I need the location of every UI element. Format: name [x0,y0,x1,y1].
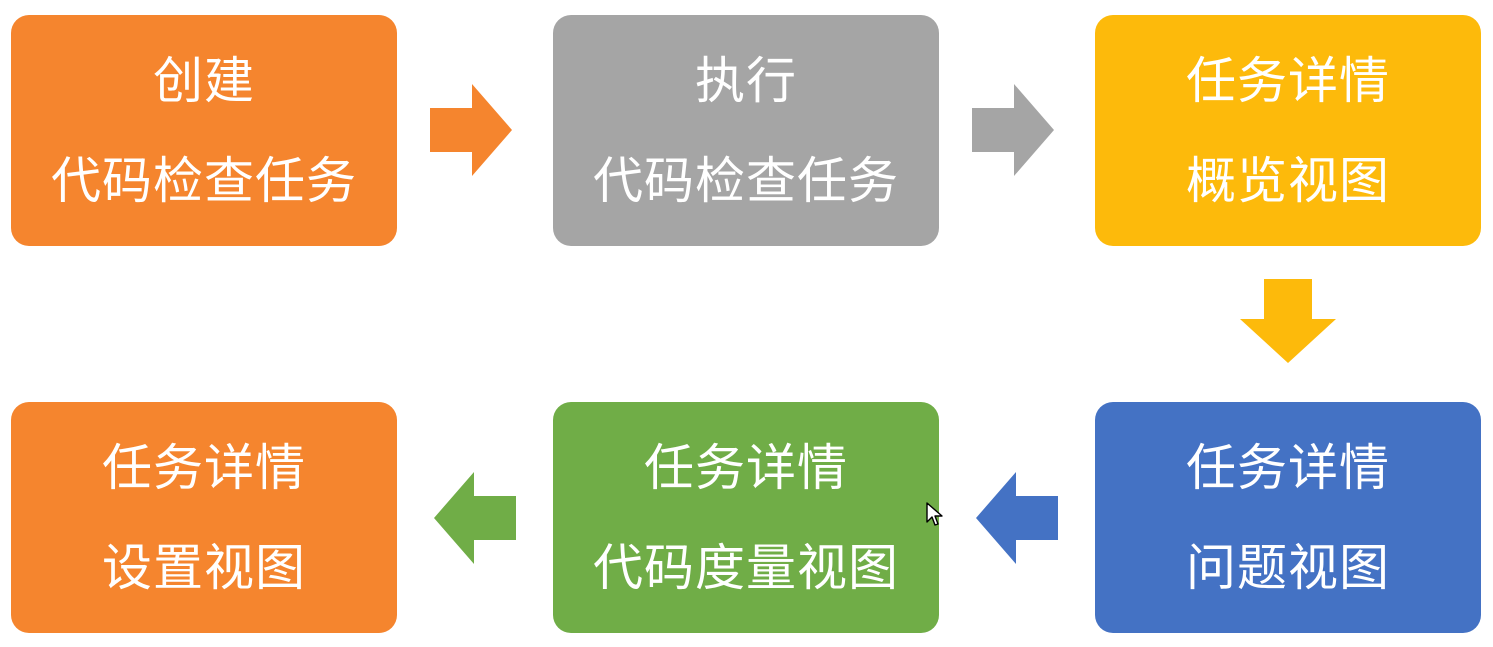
step-subtitle: 概览视图 [1186,151,1390,210]
step-title: 任务详情 [1186,51,1390,110]
step-title: 任务详情 [644,438,848,497]
step-settings-view: 任务详情 设置视图 [11,402,397,633]
step-title: 任务详情 [102,438,306,497]
step-execute-task: 执行 代码检查任务 [553,15,939,246]
step-overview-view: 任务详情 概览视图 [1095,15,1481,246]
step-subtitle: 代码度量视图 [593,538,899,597]
arrow-right-icon [972,84,1054,176]
step-metrics-view: 任务详情 代码度量视图 [553,402,939,633]
step-subtitle: 设置视图 [102,538,306,597]
mouse-cursor-icon [926,502,944,532]
step-subtitle: 问题视图 [1186,538,1390,597]
step-create-task: 创建 代码检查任务 [11,15,397,246]
step-title: 创建 [153,51,255,110]
step-title: 任务详情 [1186,438,1390,497]
arrow-left-icon [976,472,1058,564]
arrow-down-icon [1240,279,1336,363]
step-subtitle: 代码检查任务 [593,151,899,210]
arrow-right-icon [430,84,512,176]
step-subtitle: 代码检查任务 [51,151,357,210]
step-title: 执行 [695,51,797,110]
arrow-left-icon [434,472,516,564]
step-issues-view: 任务详情 问题视图 [1095,402,1481,633]
